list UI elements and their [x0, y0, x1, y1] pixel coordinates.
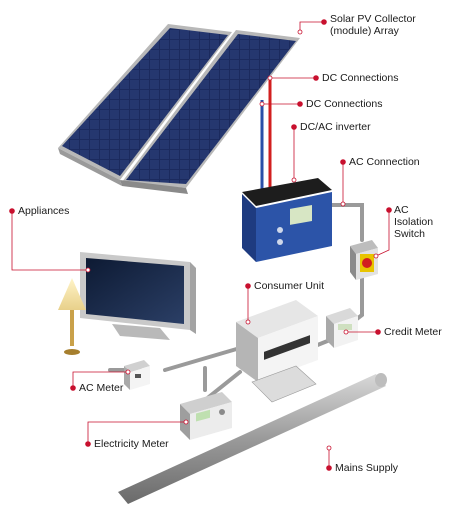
consumer-unit-device — [236, 300, 318, 403]
label-inverter: DC/AC inverter — [300, 121, 371, 133]
mains-supply-pipe — [118, 373, 387, 504]
callout-lines — [11, 21, 390, 468]
label-consumer-unit: Consumer Unit — [254, 280, 325, 292]
label-mains-supply: Mains Supply — [335, 462, 399, 474]
label-appliances: Appliances — [18, 205, 70, 217]
label-credit-meter: Credit Meter — [384, 326, 442, 338]
label-solar-array: Solar PV Collector (module) Array — [330, 13, 416, 37]
electricity-meter-device — [180, 392, 232, 440]
label-dc-connections-1: DC Connections — [322, 72, 399, 84]
label-electricity-meter: Electricity Meter — [94, 438, 169, 450]
appliances-tv — [80, 252, 196, 340]
label-ac-meter: AC Meter — [79, 382, 124, 394]
callout-dots — [9, 19, 392, 471]
label-dc-connections-2: DC Connections — [306, 98, 383, 110]
solar-panel-array — [58, 24, 300, 194]
callout-anchor-dots — [85, 29, 379, 451]
ac-isolation-switch — [350, 240, 378, 280]
credit-meter-device — [326, 308, 358, 348]
ac-meter-device — [124, 360, 150, 390]
label-ac-connection: AC Connection — [349, 156, 420, 168]
label-ac-isolation: AC Isolation Switch — [394, 204, 434, 240]
dc-ac-inverter — [242, 178, 332, 262]
dc-wires — [260, 78, 272, 190]
appliances-lamp — [58, 278, 86, 355]
